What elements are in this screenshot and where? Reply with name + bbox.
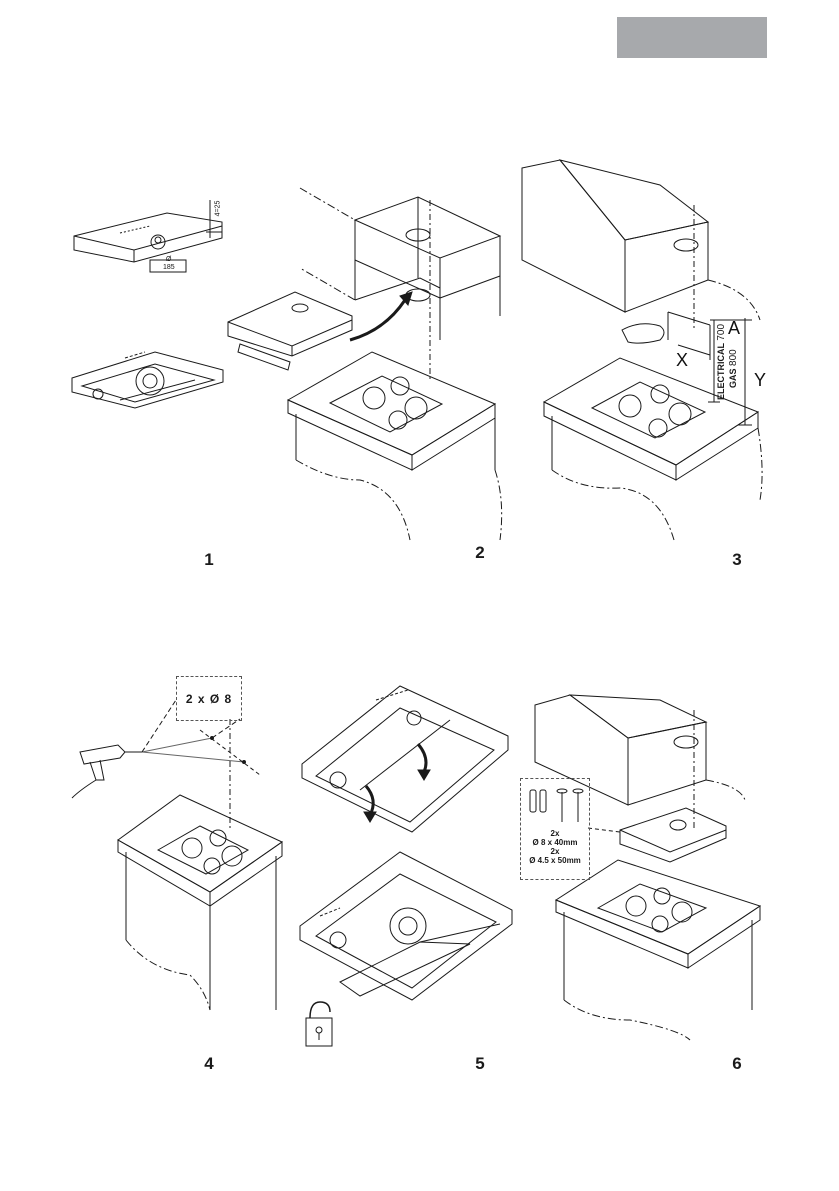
step-6-spec-2: Ø 4.5 x 50mm xyxy=(529,856,581,865)
step-number-1: 1 xyxy=(204,550,214,569)
step-1-dim-hole: Ø xyxy=(166,256,172,263)
step-6-spec-1: Ø 8 x 40mm xyxy=(532,838,578,847)
header-tab xyxy=(617,17,767,58)
step-number-3: 3 xyxy=(732,550,742,569)
step-3-label-x: X xyxy=(676,350,689,370)
step-3-label-a: A xyxy=(728,318,741,338)
step-6-qty-2: 2x xyxy=(550,847,560,856)
step-1-dim-width: 185 xyxy=(163,264,175,271)
step-3-label-y: Y xyxy=(754,370,767,390)
step-number-5: 5 xyxy=(475,1054,485,1073)
step-number-6: 6 xyxy=(732,1054,742,1073)
step-number-2: 2 xyxy=(475,543,485,562)
step-number-4: 4 xyxy=(204,1054,214,1073)
step-6-hardware-spec: 2x Ø 8 x 40mm 2x Ø 4.5 x 50mm xyxy=(520,778,590,880)
step-4-callout: 2 x Ø 8 xyxy=(176,676,242,721)
step-6-qty-1: 2x xyxy=(550,829,560,838)
